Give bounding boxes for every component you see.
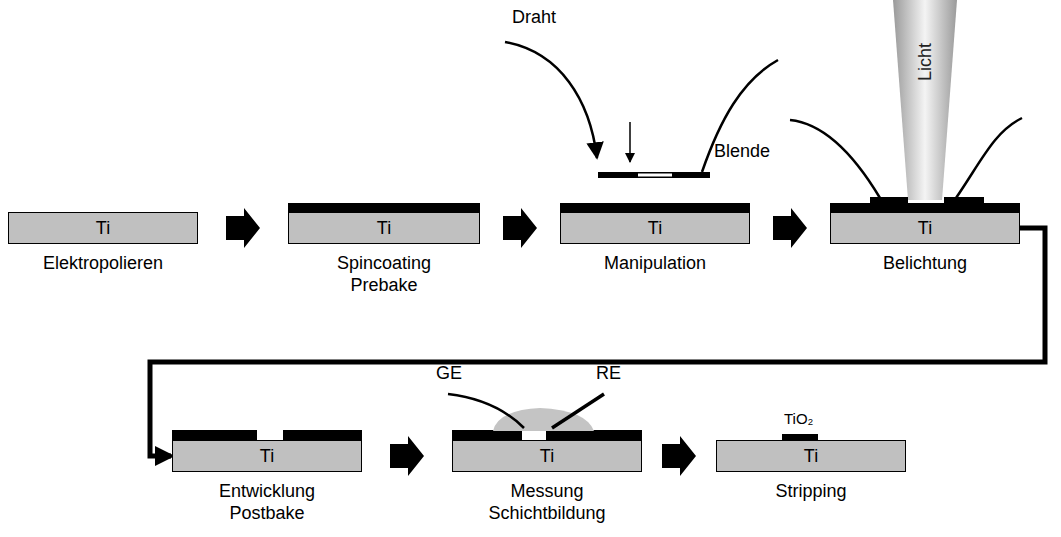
- titanium-substrate: Ti: [172, 440, 362, 472]
- resist-layer: [452, 430, 522, 440]
- step-caption: Belichtung: [830, 252, 1020, 274]
- process-step: TiElektropolieren: [8, 212, 198, 274]
- motion-arrow: [629, 122, 631, 162]
- annotation-label: GE: [436, 362, 462, 384]
- reference-electrode: [552, 394, 604, 428]
- annotation-label: Licht: [914, 43, 936, 81]
- counter-electrode-wire: [448, 394, 524, 428]
- process-step: TiSpincoating Prebake: [288, 212, 480, 296]
- annotation-label: Blende: [714, 140, 770, 162]
- step-caption: Elektropolieren: [8, 252, 198, 274]
- process-step: TiManipulation: [560, 212, 750, 274]
- wire: [702, 60, 778, 172]
- titanium-substrate: Ti: [8, 212, 198, 244]
- material-label: Ti: [377, 218, 391, 239]
- step-caption: Spincoating Prebake: [324, 252, 444, 296]
- aperture-plate: [598, 172, 710, 178]
- process-step: TiBelichtung: [830, 212, 1020, 274]
- process-arrow: [390, 436, 424, 476]
- step-name: Spincoating Prebake: [337, 253, 431, 295]
- process-step: TiStripping: [716, 440, 906, 502]
- titanium-substrate: Ti: [560, 212, 750, 244]
- process-arrow: [662, 436, 696, 476]
- step-name: Entwicklung Postbake: [219, 481, 315, 523]
- step-name: Elektropolieren: [43, 253, 163, 273]
- annotation-label: Draht: [512, 6, 556, 28]
- step-caption: Messung Schichtbildung: [475, 480, 620, 524]
- wire: [505, 42, 597, 158]
- aperture-hole: [638, 174, 672, 177]
- material-label: Ti: [96, 218, 110, 239]
- step-name: Belichtung: [883, 253, 967, 273]
- aperture-piece: [870, 197, 908, 204]
- process-arrow: [226, 208, 260, 248]
- wire: [956, 118, 1022, 198]
- annotation-label: TiO₂: [784, 408, 813, 430]
- process-step: TiEntwicklung Postbake: [172, 440, 362, 524]
- titanium-substrate: Ti: [716, 440, 906, 472]
- annotation-label: RE: [596, 362, 621, 384]
- light-beam: [893, 0, 957, 200]
- titanium-substrate: Ti: [452, 440, 642, 472]
- step-caption: Entwicklung Postbake: [207, 480, 327, 524]
- aperture-piece: [944, 197, 984, 204]
- titanium-substrate: Ti: [830, 212, 1020, 244]
- material-label: Ti: [540, 446, 554, 467]
- step-name: Manipulation: [604, 253, 706, 273]
- oxide-region: [522, 432, 546, 440]
- process-arrow: [773, 208, 807, 248]
- step-caption: Stripping: [716, 480, 906, 502]
- material-label: Ti: [918, 218, 932, 239]
- resist-layer: [172, 430, 257, 440]
- process-arrow: [503, 208, 537, 248]
- material-label: Ti: [260, 446, 274, 467]
- step-caption: Manipulation: [560, 252, 750, 274]
- titanium-substrate: Ti: [288, 212, 480, 244]
- resist-layer: [546, 430, 642, 440]
- resist-layer: [830, 203, 1020, 212]
- step-name: Stripping: [775, 481, 846, 501]
- process-step: TiMessung Schichtbildung: [452, 440, 642, 524]
- material-label: Ti: [804, 446, 818, 467]
- step-name: Messung Schichtbildung: [488, 481, 605, 523]
- process-arrow: [150, 228, 1045, 456]
- material-label: Ti: [648, 218, 662, 239]
- resist-layer: [288, 203, 480, 212]
- wire: [790, 120, 880, 198]
- resist-layer: [560, 203, 750, 212]
- resist-layer: [283, 430, 362, 440]
